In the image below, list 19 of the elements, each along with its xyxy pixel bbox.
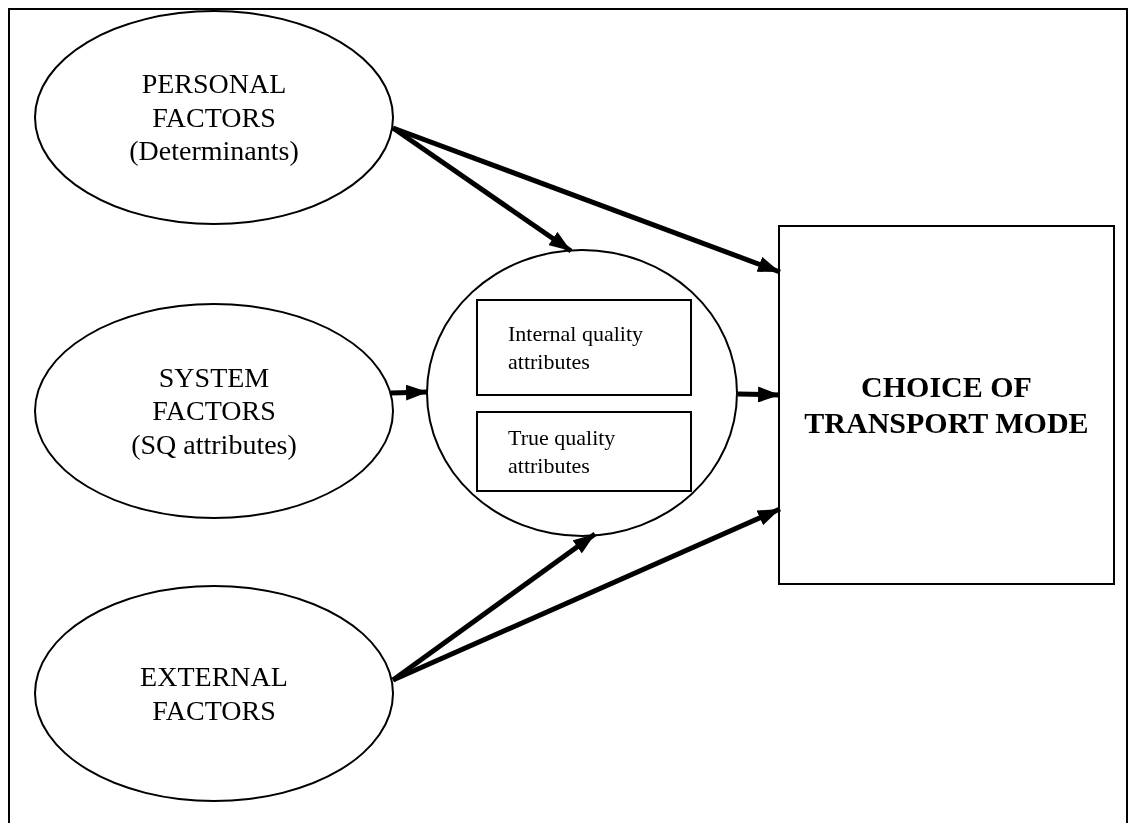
node-label: (Determinants) bbox=[129, 134, 299, 168]
arrow bbox=[392, 506, 781, 683]
node-label: (SQ attributes) bbox=[131, 427, 297, 462]
node-label: EXTERNAL FACTORS bbox=[139, 659, 289, 728]
outcome-box bbox=[778, 225, 1115, 585]
arrow bbox=[390, 384, 429, 401]
attribute-box bbox=[476, 411, 692, 492]
node-label: PERSONAL FACTORS bbox=[140, 67, 288, 135]
attributes-ellipse bbox=[426, 249, 738, 537]
arrow bbox=[737, 386, 781, 403]
node-label: True quality attributes bbox=[508, 424, 617, 479]
arrow bbox=[392, 125, 781, 275]
factor-ellipse bbox=[34, 303, 394, 519]
factor-ellipse bbox=[34, 10, 394, 225]
node-label: CHOICE OF TRANSPORT MODE bbox=[803, 369, 1090, 441]
attribute-box bbox=[476, 299, 692, 396]
factor-ellipse bbox=[34, 585, 394, 802]
node-label: SYSTEM FACTORS bbox=[151, 360, 277, 428]
node-label: Internal quality attributes bbox=[508, 320, 644, 375]
